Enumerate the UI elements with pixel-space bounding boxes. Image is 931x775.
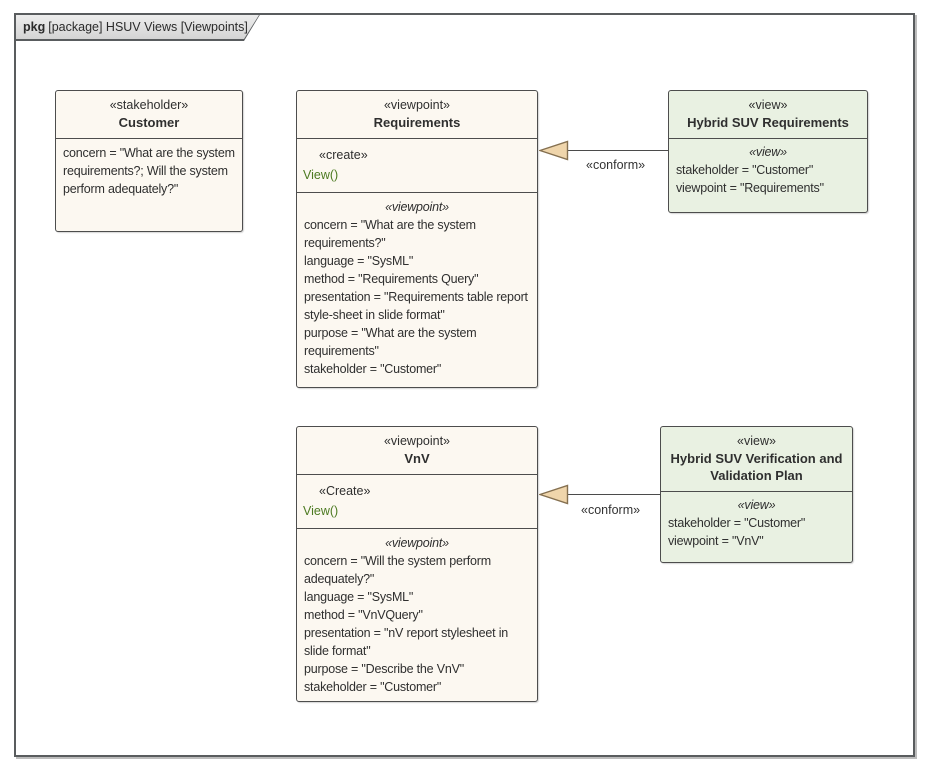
- attribute-line: language = "SysML": [304, 254, 414, 268]
- frame-tab: [16, 15, 259, 39]
- frame-tab-label: pkg[package] HSUV Views [Viewpoints]: [23, 15, 248, 39]
- attribute-line: stakeholder = "Customer": [676, 163, 814, 177]
- attribute-line: concern = "What are the system requireme…: [304, 218, 476, 250]
- attributes-stereotype: «view»: [737, 498, 776, 512]
- attribute-line: stakeholder = "Customer": [668, 516, 806, 530]
- node-name: Requirements: [373, 115, 461, 130]
- stereotype-label: «stakeholder»: [109, 98, 189, 112]
- node-name: Hybrid SUV Requirements: [687, 115, 849, 130]
- attributes-compartment: concern = "What are the system requireme…: [56, 139, 242, 198]
- frame-title: [package] HSUV Views [Viewpoints]: [48, 20, 248, 34]
- stereotype-label: «viewpoint»: [383, 98, 450, 112]
- attributes-compartment: «viewpoint» concern = "Will the system p…: [297, 529, 537, 696]
- node-header: «viewpoint» Requirements: [297, 91, 537, 139]
- viewpoint-vnv-node[interactable]: «viewpoint» VnV «Create» View() «viewpoi…: [296, 426, 538, 702]
- attribute-line: method = "Requirements Query": [304, 272, 479, 286]
- attribute-line: stakeholder = "Customer": [304, 680, 442, 694]
- attributes-compartment: «viewpoint» concern = "What are the syst…: [297, 193, 537, 378]
- stakeholder-customer-node[interactable]: «stakeholder» Customer concern = "What a…: [55, 90, 243, 232]
- attributes-stereotype: «view»: [749, 145, 787, 159]
- frame-keyword: pkg: [23, 20, 46, 34]
- attribute-line: purpose = "What are the system requireme…: [304, 326, 477, 358]
- attribute-line: concern = "What are the system requireme…: [63, 146, 235, 196]
- stereotype-label: «viewpoint»: [383, 434, 450, 448]
- operation-stereotype: «Create»: [319, 484, 371, 498]
- operations-compartment: «create» View(): [297, 139, 537, 193]
- operations-compartment: «Create» View(): [297, 475, 537, 529]
- attribute-line: language = "SysML": [304, 590, 414, 604]
- attributes-compartment: «view» stakeholder = "Customer" viewpoin…: [669, 139, 867, 197]
- attributes-stereotype: «viewpoint»: [385, 200, 449, 214]
- connector-label: «conform»: [581, 503, 641, 517]
- node-name: Customer: [118, 115, 180, 130]
- operation-stereotype: «create»: [319, 148, 368, 162]
- attributes-stereotype: «viewpoint»: [385, 536, 449, 550]
- attribute-line: method = "VnVQuery": [304, 608, 423, 622]
- stereotype-label: «view»: [737, 434, 776, 448]
- attribute-line: purpose = "Describe the VnV": [304, 662, 464, 676]
- attribute-line: viewpoint = "Requirements": [676, 181, 824, 195]
- attributes-compartment: «view» stakeholder = "Customer" viewpoin…: [661, 492, 852, 550]
- attribute-line: stakeholder = "Customer": [304, 362, 442, 376]
- connector-label: «conform»: [586, 158, 646, 172]
- view-hybrid-suv-vnv-plan-node[interactable]: «view» Hybrid SUV Verification and Valid…: [660, 426, 853, 563]
- operation-view[interactable]: View(): [303, 504, 339, 518]
- viewpoint-requirements-node[interactable]: «viewpoint» Requirements «create» View()…: [296, 90, 538, 388]
- attribute-line: presentation = "Requirements table repor…: [304, 290, 528, 322]
- stereotype-label: «view»: [748, 98, 788, 112]
- attribute-line: viewpoint = "VnV": [668, 534, 764, 548]
- view-hybrid-suv-requirements-node[interactable]: «view» Hybrid SUV Requirements «view» st…: [668, 90, 868, 213]
- attribute-line: presentation = "nV report stylesheet in …: [304, 626, 509, 658]
- node-header: «view» Hybrid SUV Requirements: [669, 91, 867, 139]
- conform-arrowhead-icon: [539, 140, 569, 161]
- connector-line: [566, 150, 668, 151]
- operation-view[interactable]: View(): [303, 168, 339, 182]
- conform-arrowhead-icon: [539, 484, 569, 505]
- node-header: «stakeholder» Customer: [56, 91, 242, 139]
- node-header: «view» Hybrid SUV Verification and Valid…: [661, 427, 852, 492]
- node-name: Hybrid SUV Verification and Validation P…: [670, 451, 843, 483]
- attribute-line: concern = "Will the system perform adequ…: [304, 554, 491, 586]
- node-name: VnV: [404, 451, 430, 466]
- node-header: «viewpoint» VnV: [297, 427, 537, 475]
- connector-line: [566, 494, 660, 495]
